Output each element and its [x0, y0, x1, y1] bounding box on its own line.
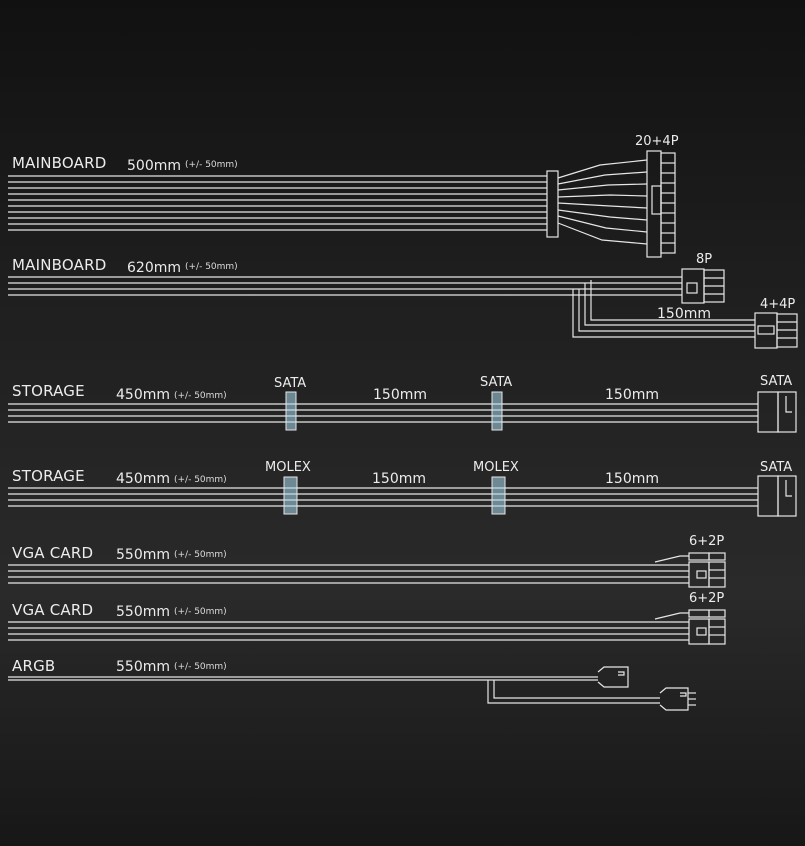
cable-tolerance: (+/- 50mm) [174, 391, 227, 401]
pcie-6plus2-connector-icon [688, 609, 726, 645]
cable-length: 550mm [116, 604, 170, 620]
eps-8pin-connector-icon [681, 268, 725, 304]
cable-tolerance: (+/- 50mm) [174, 550, 227, 560]
connector-label: SATA [480, 375, 513, 390]
connector-label: 6+2P [689, 534, 725, 549]
connector-label: MOLEX [265, 460, 311, 475]
segment-length: 150mm [372, 471, 426, 487]
cable-tolerance: (+/- 50mm) [174, 475, 227, 485]
cable-tolerance: (+/- 50mm) [185, 160, 238, 170]
cable-tolerance: (+/- 50mm) [185, 262, 238, 272]
pcie-6plus2-connector-icon [688, 552, 726, 588]
eps-4plus4-connector-icon [754, 312, 798, 349]
branch-length: 150mm [657, 306, 711, 322]
cable-mainboard-cpu-wires [8, 276, 755, 338]
cable-length: 450mm [116, 387, 170, 403]
connector-label: 4+4P [760, 297, 796, 312]
connector-label: 6+2P [689, 591, 725, 606]
cable-vga-1-wires [8, 555, 689, 584]
cable-storage-sata-wires [8, 403, 758, 423]
connector-label: SATA [760, 460, 793, 475]
sata-inline-connector-icon [491, 391, 503, 431]
cable-name: STORAGE [12, 467, 85, 485]
cable-name: VGA CARD [12, 544, 94, 562]
cable-name: ARGB [12, 657, 56, 675]
cable-length: 550mm [116, 659, 170, 675]
cable-tolerance: (+/- 50mm) [174, 607, 227, 617]
cable-length: 620mm [127, 260, 181, 276]
atx-24pin-connector-icon [646, 150, 676, 258]
cable-mainboard-24pin-wires [8, 159, 648, 245]
cable-name: MAINBOARD [12, 256, 107, 274]
argb-connector-icon [597, 666, 629, 688]
cable-length: 500mm [127, 158, 181, 174]
cable-name: VGA CARD [12, 601, 94, 619]
connector-label: 8P [696, 252, 713, 267]
segment-length: 150mm [605, 471, 659, 487]
connector-label: 20+4P [635, 134, 679, 149]
cable-name: STORAGE [12, 382, 85, 400]
cable-tolerance: (+/- 50mm) [174, 662, 227, 672]
molex-inline-connector-icon [491, 476, 506, 515]
cable-mainboard-24pin-ferrite [546, 170, 559, 238]
cable-storage-molex-wires [8, 487, 758, 507]
cable-length: 450mm [116, 471, 170, 487]
cable-vga-2-wires [8, 612, 689, 641]
cable-name: MAINBOARD [12, 154, 107, 172]
argb-connector-icon [659, 687, 696, 711]
connector-label: SATA [760, 374, 793, 389]
cable-argb-wires [8, 676, 660, 704]
connector-label: SATA [274, 376, 307, 391]
segment-length: 150mm [373, 387, 427, 403]
sata-end-connector-icon [757, 391, 797, 433]
sata-inline-connector-icon [285, 391, 297, 431]
connector-label: MOLEX [473, 460, 519, 475]
sata-end-connector-icon [757, 475, 797, 517]
segment-length: 150mm [605, 387, 659, 403]
molex-inline-connector-icon [283, 476, 298, 515]
cable-length: 550mm [116, 547, 170, 563]
